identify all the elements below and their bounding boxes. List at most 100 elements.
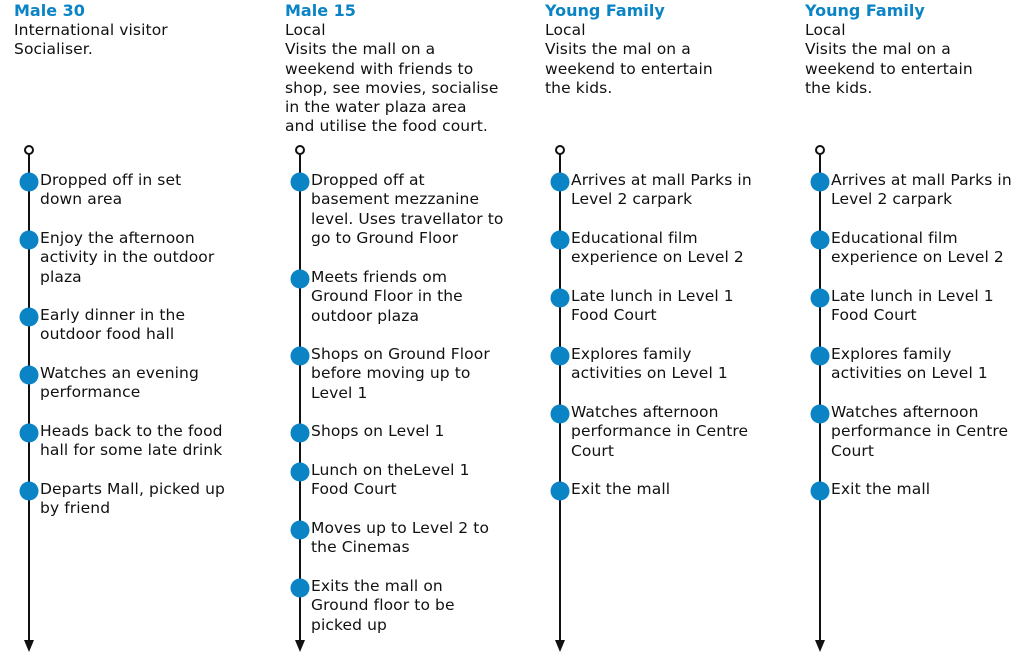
timeline-start-marker bbox=[815, 145, 825, 155]
timeline-step-line: Explores family bbox=[571, 345, 692, 363]
timeline-step-line: Court bbox=[571, 441, 615, 460]
timeline-step-line: Level 2 carpark bbox=[571, 190, 693, 209]
persona-description-line: Local bbox=[805, 21, 846, 39]
timeline-step-dot bbox=[19, 230, 39, 250]
timeline-step-line: Ground floor to be bbox=[311, 596, 455, 615]
timeline-step-line: hall for some late drink bbox=[40, 441, 223, 460]
timeline-start-marker bbox=[295, 145, 305, 155]
timeline-step-line: performance bbox=[40, 383, 141, 402]
timeline-step-line: activities on Level 1 bbox=[571, 364, 728, 383]
timeline-step-line: before moving up to bbox=[311, 364, 471, 383]
timeline-step-line: Exit the mall bbox=[571, 480, 671, 498]
timeline-step-line: Arrives at mall Parks in bbox=[571, 171, 752, 189]
timeline-step-line: Departs Mall, picked up bbox=[40, 480, 225, 498]
timeline-step-line: Dropped off in set bbox=[40, 171, 182, 189]
timeline-step-line: go to Ground Floor bbox=[311, 228, 459, 247]
timeline-step-line: Arrives at mall Parks in bbox=[831, 171, 1012, 189]
timeline-step-dot bbox=[810, 288, 830, 308]
persona-title: Young Family bbox=[805, 1, 925, 20]
timeline-step-line: Watches afternoon bbox=[571, 403, 719, 421]
timeline-step-line: Educational film bbox=[571, 229, 698, 247]
timeline-step-line: basement mezzanine bbox=[311, 190, 480, 209]
timeline-step-line: Court bbox=[831, 441, 875, 460]
persona-description-line: weekend to entertain bbox=[545, 59, 713, 78]
timeline-step-line: Exits the mall on bbox=[311, 577, 443, 595]
timeline-step-line: Food Court bbox=[571, 306, 657, 325]
timeline-step-line: experience on Level 2 bbox=[571, 248, 744, 267]
timeline-step-dot bbox=[810, 404, 830, 424]
timeline-step-label: Exit the mall bbox=[571, 480, 670, 499]
timeline-step-dot bbox=[19, 365, 39, 385]
persona-description-line: Socialiser. bbox=[14, 40, 93, 59]
timeline-step-line: Shops on Level 1 bbox=[311, 422, 445, 440]
persona-description-line: the kids. bbox=[545, 78, 613, 97]
timeline-step-line: Explores family bbox=[831, 345, 952, 363]
timeline-step-dot bbox=[550, 346, 570, 366]
timeline-arrow-icon bbox=[555, 640, 565, 652]
timeline-start-marker bbox=[555, 145, 565, 155]
timeline-step-line: experience on Level 2 bbox=[831, 248, 1004, 267]
timeline-step-dot bbox=[290, 172, 310, 192]
timeline-step-dot bbox=[290, 423, 310, 443]
persona-description-line: Visits the mall on a bbox=[285, 40, 436, 59]
timeline-step-dot bbox=[810, 346, 830, 366]
timeline-step-line: activity in the outdoor bbox=[40, 248, 215, 267]
timeline-step-line: Ground Floor in the bbox=[311, 287, 463, 306]
timeline-step-line: Heads back to the food bbox=[40, 422, 223, 440]
timeline-step-dot bbox=[550, 172, 570, 192]
timeline-step-dot bbox=[550, 230, 570, 250]
timeline-step-dot bbox=[19, 172, 39, 192]
persona-description-line: Local bbox=[545, 21, 586, 39]
timeline-arrow-icon bbox=[24, 640, 34, 652]
timeline-step-dot bbox=[290, 578, 310, 598]
timeline-arrow-icon bbox=[815, 640, 825, 652]
persona-title: Male 30 bbox=[14, 1, 85, 20]
timeline-step-dot bbox=[290, 346, 310, 366]
timeline-step-line: Exit the mall bbox=[831, 480, 931, 498]
persona-description-line: Visits the mal on a bbox=[805, 40, 951, 59]
timeline-step-line: performance in Centre bbox=[831, 422, 1009, 441]
persona-description-line: weekend to entertain bbox=[805, 59, 973, 78]
timeline-step-line: plaza bbox=[40, 267, 82, 286]
timeline-start-marker bbox=[24, 145, 34, 155]
timeline-step-line: Moves up to Level 2 to bbox=[311, 519, 490, 537]
timeline-step-line: picked up bbox=[311, 615, 387, 634]
timeline-step-dot bbox=[290, 462, 310, 482]
timeline-step-dot bbox=[19, 307, 39, 327]
timeline-step-line: Level 2 carpark bbox=[831, 190, 953, 209]
timeline-step-line: down area bbox=[40, 190, 123, 209]
timeline-step-dot bbox=[290, 269, 310, 289]
timeline-step-line: Watches afternoon bbox=[831, 403, 979, 421]
timeline-step-dot bbox=[810, 481, 830, 501]
timeline-step-line: outdoor plaza bbox=[311, 306, 420, 325]
timeline-step-dot bbox=[290, 520, 310, 540]
timeline-step-line: Educational film bbox=[831, 229, 958, 247]
timeline-step-line: activities on Level 1 bbox=[831, 364, 988, 383]
timeline-step-line: level. Uses travellator to bbox=[311, 209, 504, 228]
persona-description-line: International visitor bbox=[14, 21, 168, 39]
timeline-step-dot bbox=[19, 423, 39, 443]
timeline-step-line: Meets friends om bbox=[311, 268, 448, 286]
timeline-step-dot bbox=[810, 172, 830, 192]
timeline-step-line: Early dinner in the bbox=[40, 306, 186, 324]
